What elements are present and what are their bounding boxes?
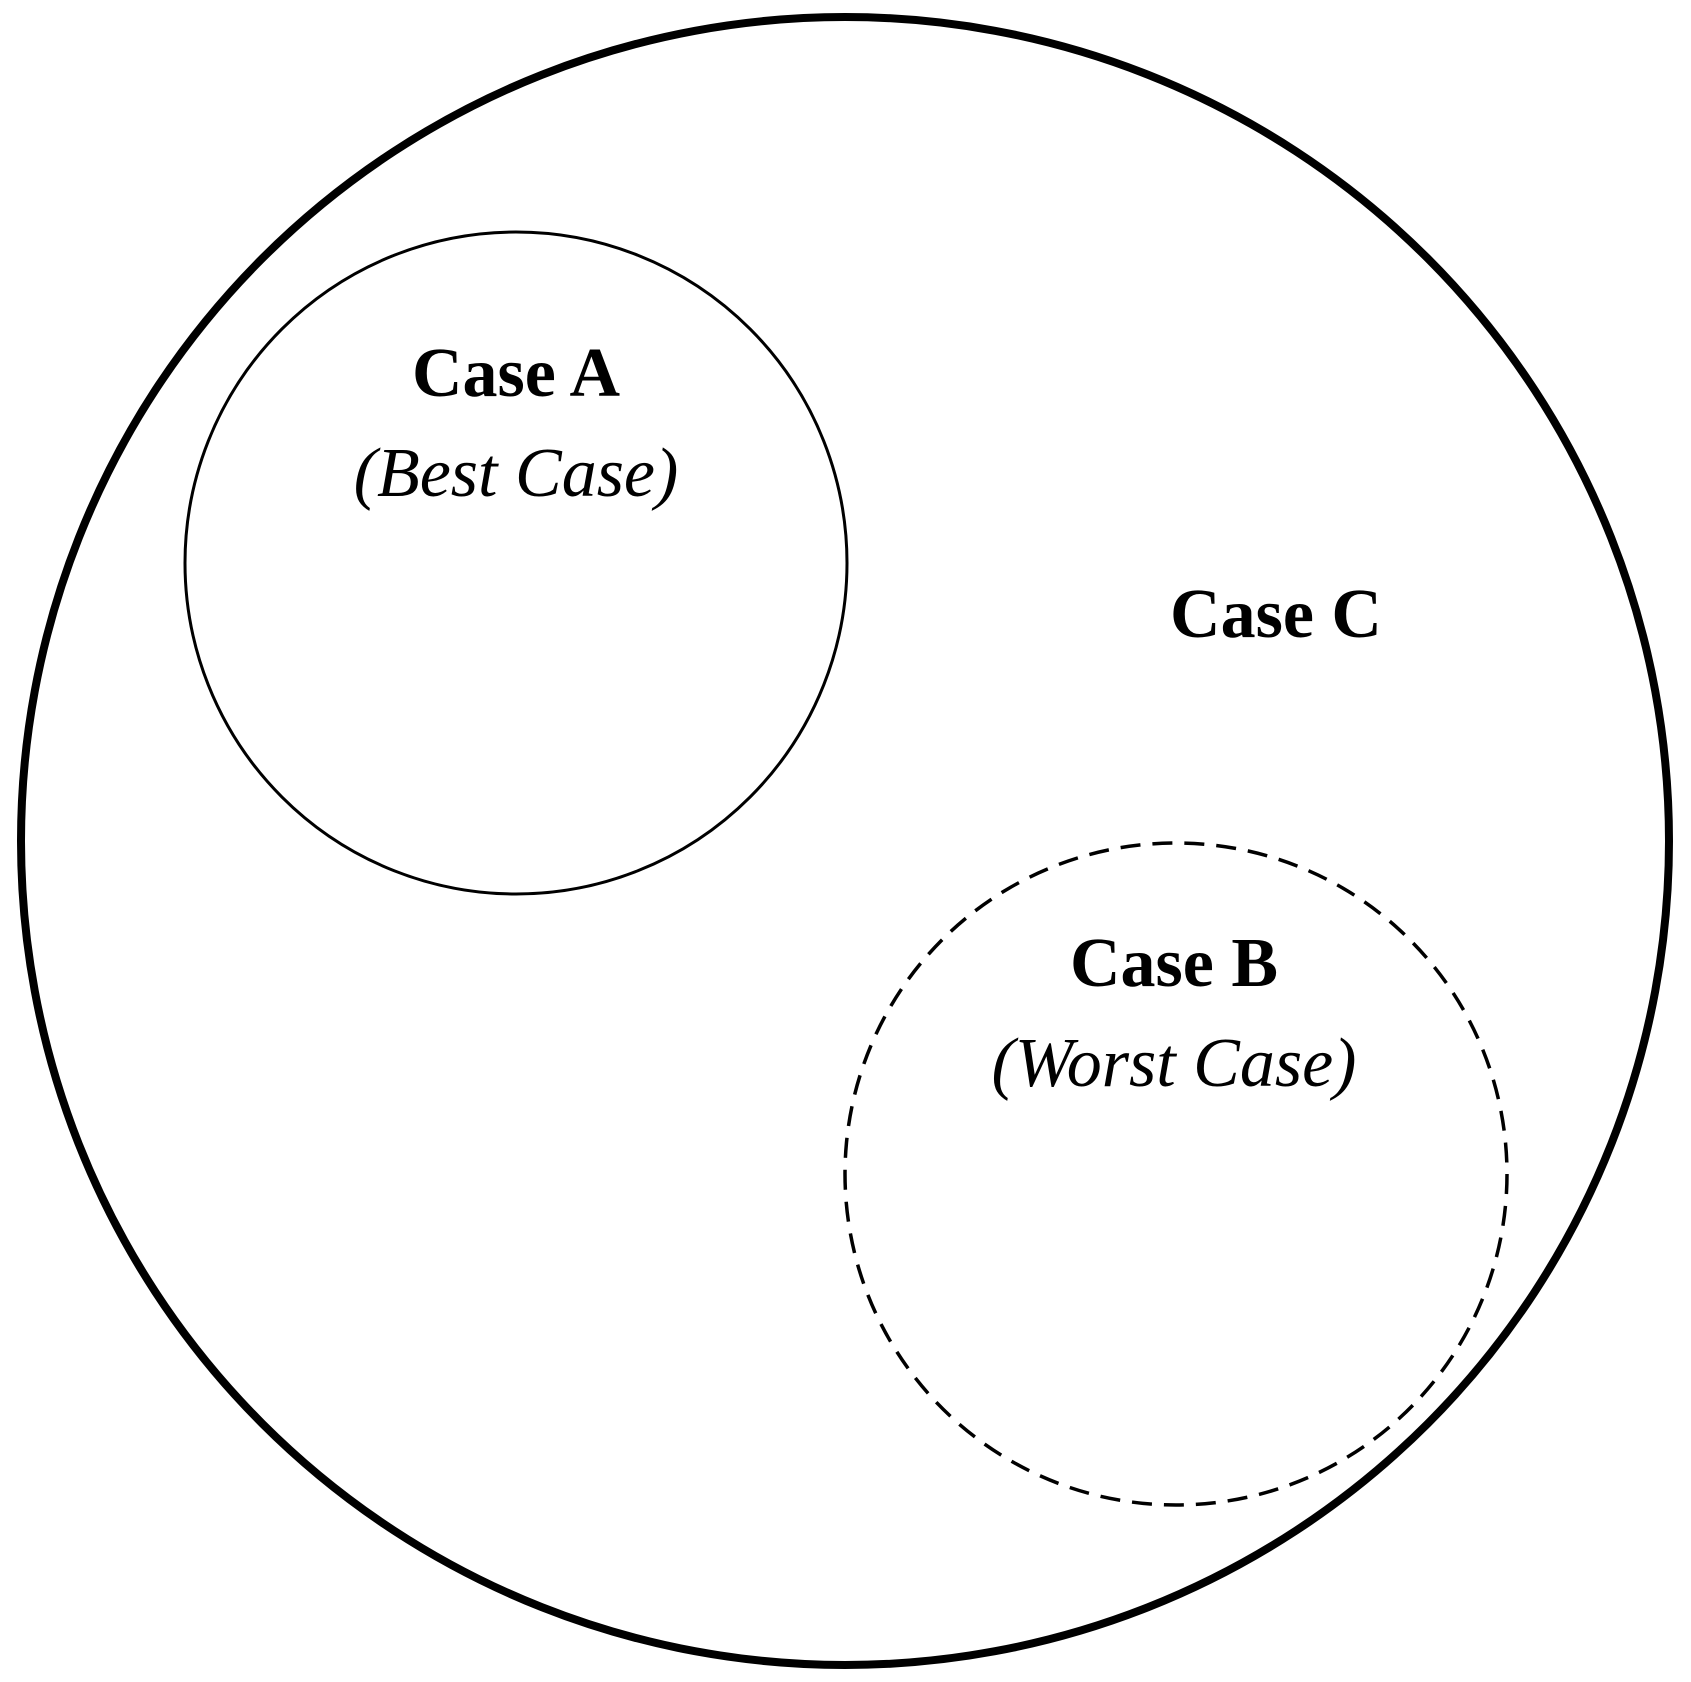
case-b-title: Case B — [1070, 925, 1278, 1002]
case-b-subtitle: (Worst Case) — [992, 1025, 1357, 1102]
circle-case-a — [183, 230, 849, 896]
case-a-title: Case A — [412, 335, 621, 412]
outer-circle-case-c — [17, 13, 1673, 1669]
case-a-subtitle: (Best Case) — [354, 435, 679, 512]
circle-case-b — [843, 841, 1509, 1507]
case-c-label: Case C — [1170, 576, 1382, 653]
